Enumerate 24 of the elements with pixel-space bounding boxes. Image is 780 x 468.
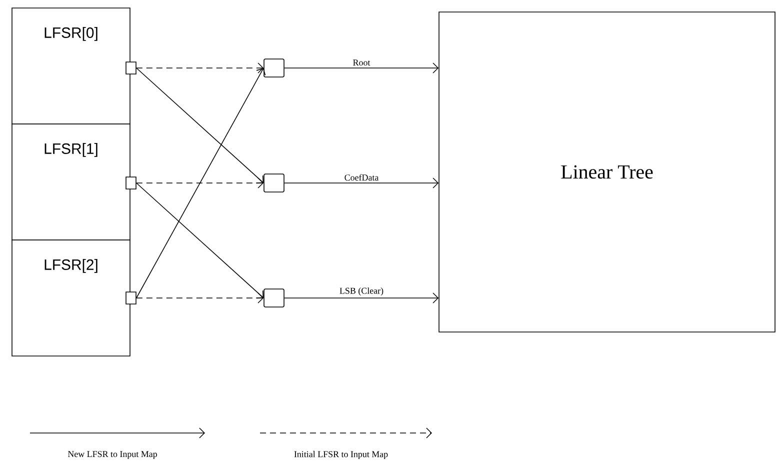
register-box: LFSR[2] bbox=[12, 240, 130, 356]
legend-text: Initial LFSR to Input Map bbox=[294, 450, 388, 460]
arrow bbox=[136, 182, 264, 298]
input-square bbox=[264, 58, 284, 78]
edge-label: Root bbox=[352, 58, 372, 67]
arrow bbox=[284, 178, 439, 188]
arrow bbox=[136, 68, 266, 298]
dashed-arrow bbox=[136, 62, 264, 74]
dashed-arrow bbox=[136, 178, 264, 188]
register-box: LFSR[1] bbox=[12, 124, 130, 240]
port-square bbox=[126, 62, 136, 74]
port-square bbox=[126, 176, 136, 190]
input-square bbox=[264, 174, 284, 192]
dashed-arrow bbox=[136, 292, 264, 304]
edge-label: CoefData bbox=[343, 173, 380, 182]
edge-label: LSB (Clear) bbox=[338, 286, 385, 297]
tree-box: Linear Tree bbox=[438, 12, 776, 332]
input-square bbox=[264, 288, 284, 308]
register-box: LFSR[0] bbox=[12, 8, 130, 124]
port-square bbox=[126, 292, 136, 304]
arrow bbox=[284, 292, 439, 304]
legend-text: New LFSR to Input Map bbox=[68, 451, 157, 459]
arrow bbox=[136, 68, 264, 184]
arrow bbox=[284, 62, 439, 74]
